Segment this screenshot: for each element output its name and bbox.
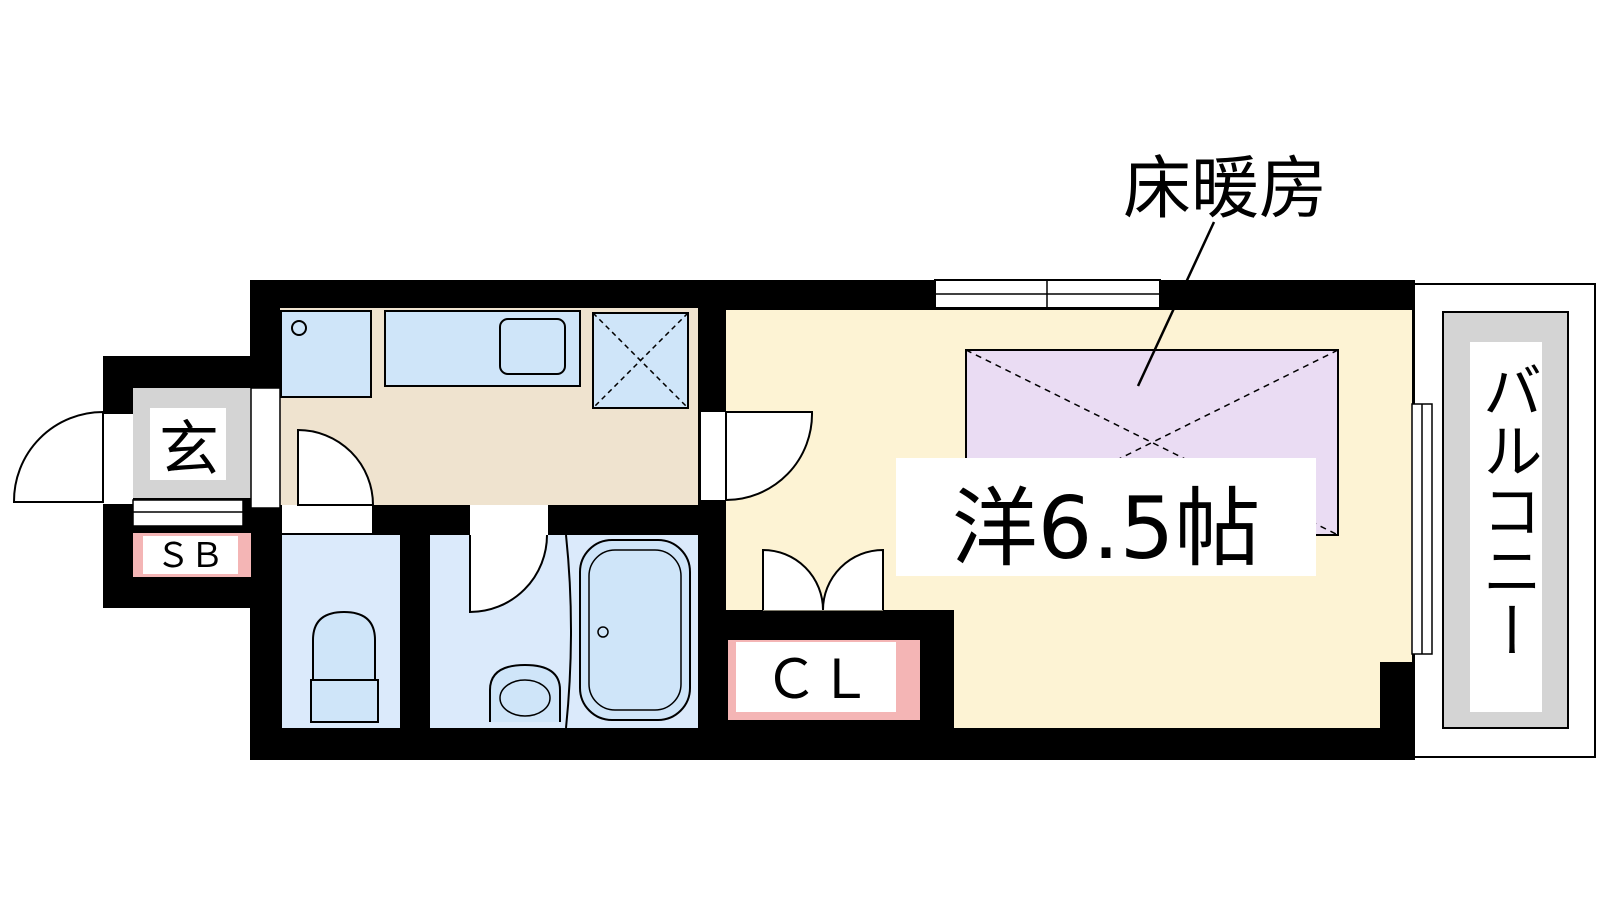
toilet-door	[297, 428, 375, 506]
toilet-icon	[312, 610, 376, 681]
closet-door-left	[762, 548, 824, 611]
entrance-label: 玄	[159, 415, 219, 485]
toilet-tank	[310, 679, 379, 723]
fridge-space	[280, 310, 372, 398]
closet-inner	[736, 642, 896, 712]
room-door-opening	[700, 412, 726, 500]
bath-curtain	[565, 534, 572, 729]
entrance-step	[250, 387, 281, 509]
sink-icon	[499, 318, 566, 375]
balcony-label: バルコニー	[1472, 360, 1542, 660]
entrance-door-opening	[103, 414, 133, 504]
room-label: 洋6.5帖	[952, 479, 1261, 579]
closet-door-right	[822, 548, 884, 611]
entrance-door	[12, 410, 104, 503]
balcony-label-bg	[1470, 342, 1542, 712]
room-door	[725, 411, 814, 502]
drain-icon	[597, 626, 609, 638]
closet-label: ＣＬ	[764, 648, 872, 711]
bathtub-icon	[579, 539, 691, 721]
entrance-label-bg	[150, 408, 226, 480]
shoe-box-label: ＳＢ	[156, 536, 224, 576]
callout-line	[1136, 221, 1216, 387]
bath-door-opening	[470, 505, 548, 535]
shoe-box-shelf	[132, 499, 244, 527]
room-label-bg	[896, 458, 1316, 576]
bath-door	[469, 534, 548, 614]
toilet-door-opening	[282, 505, 372, 533]
fridge-icon	[291, 320, 307, 336]
washbasin-icon	[489, 663, 561, 722]
floor-heating-label: 床暖房	[1123, 150, 1327, 229]
